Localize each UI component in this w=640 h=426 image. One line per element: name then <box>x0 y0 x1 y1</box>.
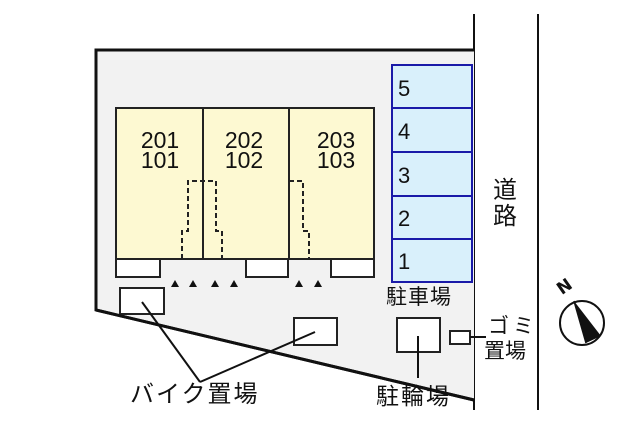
road-label-1: 道 <box>493 176 517 204</box>
unit-label-3: 203 103 <box>296 127 376 173</box>
compass-icon <box>559 300 605 346</box>
parking-space-3: 3 <box>398 163 411 188</box>
entrance-box-2 <box>245 258 289 278</box>
garbage-box <box>449 330 471 345</box>
parking-area <box>391 64 473 283</box>
unit-upper-number: 201 <box>140 127 180 153</box>
bike-leader-1 <box>141 301 201 383</box>
stair-outlines <box>181 180 310 259</box>
road-label-2: 路 <box>493 202 517 230</box>
entrance-box-1 <box>115 258 161 278</box>
entrance-markers <box>171 280 322 287</box>
building <box>115 107 375 260</box>
unit-lower-number: 102 <box>224 147 264 173</box>
parking-space-2: 2 <box>398 206 411 231</box>
parking-space-1: 1 <box>398 249 411 274</box>
unit-upper-number: 202 <box>224 127 264 153</box>
entrance-box-3 <box>330 258 375 278</box>
unit-upper-number: 203 <box>316 127 356 153</box>
bike-box-1 <box>119 287 165 315</box>
bike-parking-label: バイク置場 <box>130 380 260 408</box>
bike-box-2 <box>293 317 338 346</box>
parking-label: 駐車場 <box>386 285 452 309</box>
parking-space-5: 5 <box>398 76 411 101</box>
unit-lower-number: 103 <box>316 147 356 173</box>
bike-leader-2 <box>199 331 316 383</box>
unit-label-2: 202 102 <box>204 127 284 173</box>
unit-lower-number: 101 <box>140 147 180 173</box>
bicycle-parking-label: 駐輪場 <box>376 384 451 410</box>
parking-space-4: 4 <box>398 119 411 144</box>
bicycle-parking-box <box>396 317 441 353</box>
garbage-label-2: 置場 <box>484 339 526 363</box>
garbage-label-1: ゴミ <box>488 314 538 338</box>
unit-label-1: 201 101 <box>120 127 200 173</box>
